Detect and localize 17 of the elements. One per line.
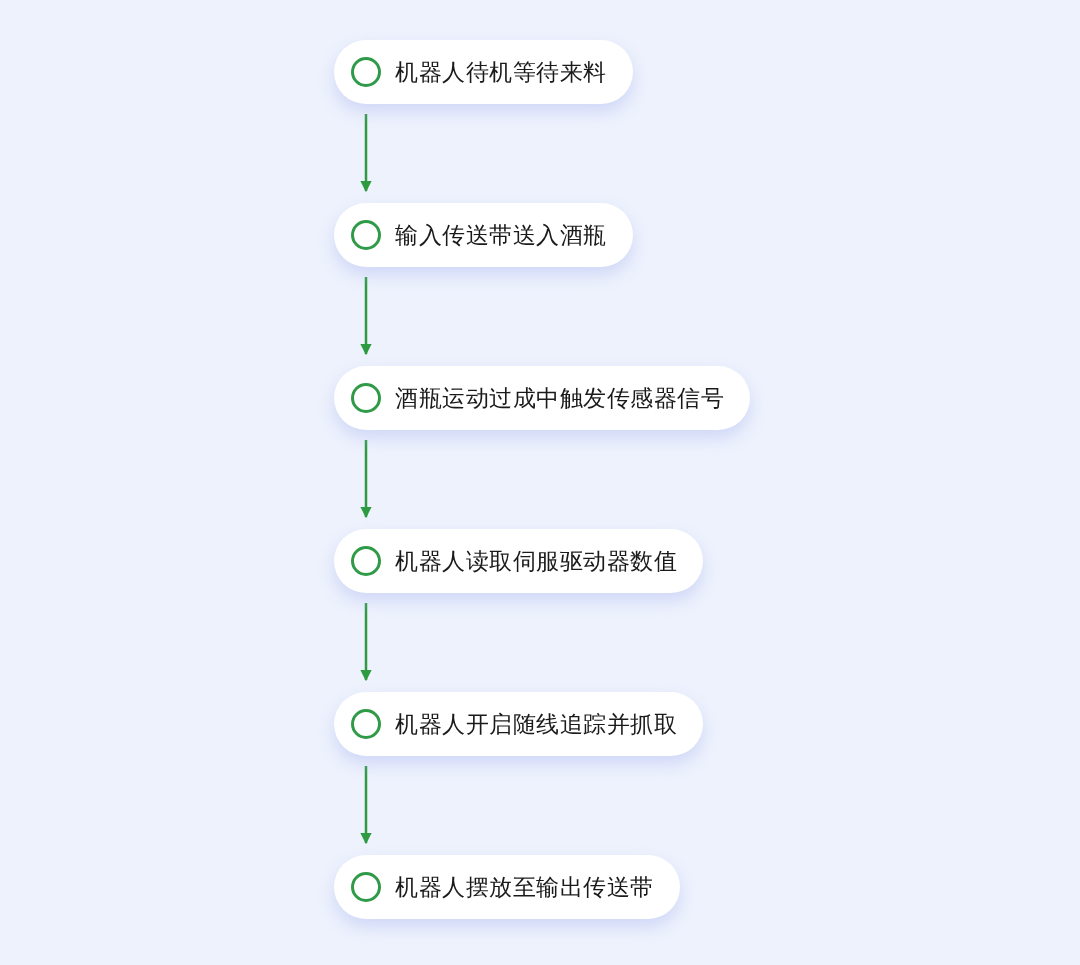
arrow [360,603,372,682]
arrow [360,277,372,356]
step-box [334,40,633,104]
arrow [360,114,372,193]
step-label: 酒瓶运动过成中触发传感器信号 [395,383,724,413]
step-box [334,692,703,756]
arrow [360,440,372,519]
step-box [334,366,750,430]
step-label: 机器人待机等待来料 [395,57,607,87]
step-label: 机器人开启随线追踪并抓取 [395,709,677,739]
step-label: 输入传送带送入酒瓶 [395,220,607,250]
step-label: 机器人读取伺服驱动器数值 [395,546,677,576]
step-box [334,203,633,267]
step-box [334,529,703,593]
step-label: 机器人摆放至输出传送带 [395,872,654,902]
step-box [334,855,680,919]
arrow [360,766,372,845]
